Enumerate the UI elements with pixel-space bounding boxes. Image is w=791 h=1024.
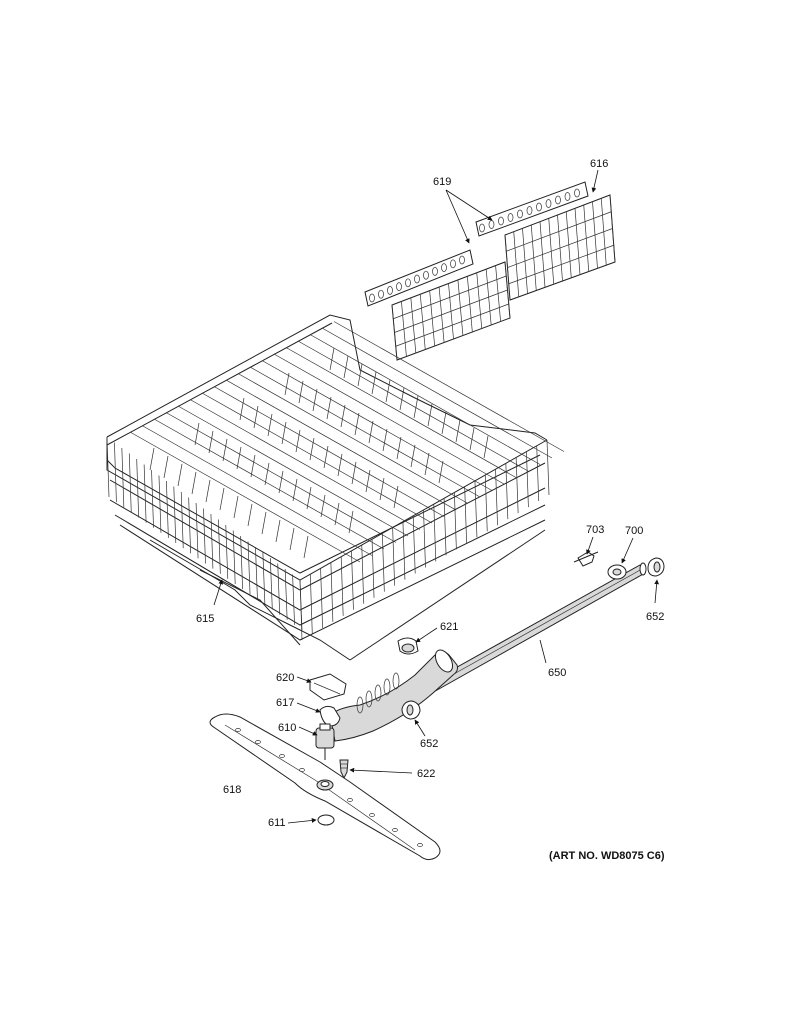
part-652-lower-cap-drawing bbox=[401, 700, 421, 720]
label-622: 622 bbox=[417, 768, 435, 780]
label-617: 617 bbox=[276, 697, 294, 709]
part-618-spray-arm-drawing bbox=[209, 713, 441, 861]
label-700: 700 bbox=[625, 525, 643, 537]
label-611: 611 bbox=[268, 817, 286, 829]
tine-row-assembly-drawing bbox=[364, 181, 616, 361]
label-618: 618 bbox=[223, 784, 241, 796]
part-703-drawing bbox=[573, 551, 599, 567]
part-616-drawing bbox=[504, 194, 616, 301]
part-619-right-drawing bbox=[475, 181, 589, 237]
part-700-drawing bbox=[607, 564, 627, 580]
label-610: 610 bbox=[278, 722, 296, 734]
part-rack-front-drawing bbox=[391, 261, 511, 361]
art-number: (ART NO. WD8075 C6) bbox=[549, 850, 665, 862]
part-619-left-drawing bbox=[364, 249, 474, 307]
leader-lines bbox=[213, 169, 660, 824]
part-610-drawing bbox=[315, 723, 335, 760]
part-labels: 619 616 615 703 700 652 621 650 620 617 … bbox=[196, 158, 665, 862]
label-650: 650 bbox=[548, 667, 566, 679]
part-611-washer-drawing bbox=[317, 814, 335, 826]
label-619: 619 bbox=[433, 176, 451, 188]
label-620: 620 bbox=[276, 672, 294, 684]
part-650-supply-tube-drawing bbox=[424, 562, 647, 695]
part-621-drawing bbox=[397, 637, 419, 655]
label-621: 621 bbox=[440, 621, 458, 633]
label-652-upper: 652 bbox=[646, 611, 664, 623]
part-620-drawing bbox=[309, 673, 347, 701]
label-652-lower: 652 bbox=[420, 738, 438, 750]
label-703: 703 bbox=[586, 524, 604, 536]
part-617-elbow-drawing bbox=[319, 649, 458, 742]
label-616: 616 bbox=[590, 158, 608, 170]
part-615-upper-rack-drawing bbox=[106, 314, 565, 661]
part-622-screw-drawing bbox=[339, 759, 349, 780]
label-615: 615 bbox=[196, 613, 214, 625]
part-652-upper-cap-drawing bbox=[647, 557, 665, 577]
